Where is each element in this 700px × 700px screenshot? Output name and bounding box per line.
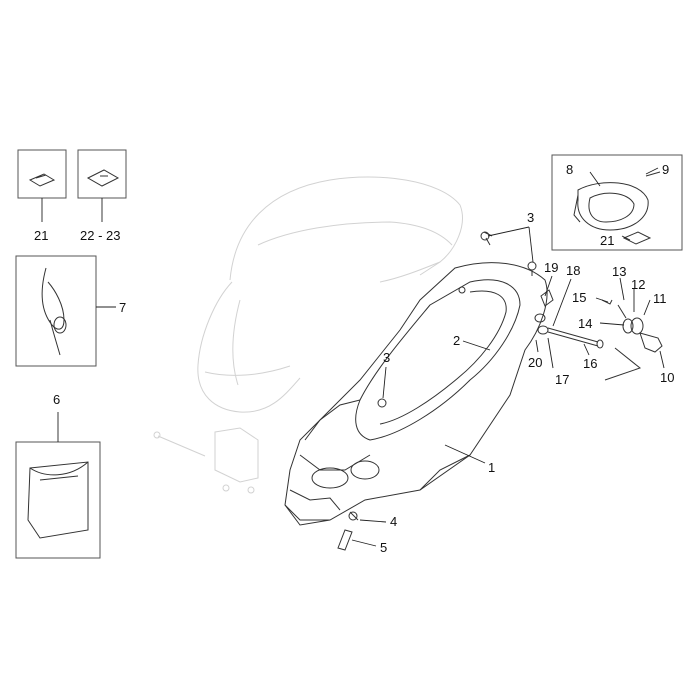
hinge-bracket-ghost (153, 427, 259, 494)
seat-ghost (197, 176, 463, 413)
callout-12: 12 (631, 277, 645, 292)
callout-21-left: 21 (34, 228, 48, 243)
helmet-compartment (284, 262, 548, 526)
callout-20: 20 (528, 355, 542, 370)
callout-labels: 21 22 - 23 7 6 3 3 2 1 4 5 19 18 20 17 1… (34, 162, 674, 555)
callout-2: 2 (453, 333, 460, 348)
callout-9: 9 (662, 162, 669, 177)
callout-18: 18 (566, 263, 580, 278)
callout-22-23: 22 - 23 (80, 228, 120, 243)
inset-22-23 (77, 149, 127, 199)
inset-8-9-21 (551, 154, 683, 251)
callout-15: 15 (572, 290, 586, 305)
inset-7 (15, 255, 97, 367)
callout-16: 16 (583, 356, 597, 371)
callout-3-mid: 3 (383, 350, 390, 365)
inset-6 (15, 441, 101, 559)
screws (377, 231, 537, 408)
bolt-and-cap (337, 511, 359, 551)
leader-lines (41, 167, 665, 547)
callout-7: 7 (119, 300, 126, 315)
callout-6: 6 (53, 392, 60, 407)
callout-17: 17 (555, 372, 569, 387)
callout-4: 4 (390, 514, 397, 529)
callout-8: 8 (566, 162, 573, 177)
callout-10: 10 (660, 370, 674, 385)
latch-assembly (534, 289, 663, 381)
callout-21-right: 21 (600, 233, 614, 248)
callout-1: 1 (488, 460, 495, 475)
callout-19: 19 (544, 260, 558, 275)
callout-13: 13 (612, 264, 626, 279)
inset-21 (17, 149, 67, 199)
callout-11: 11 (653, 291, 667, 306)
callout-3-top: 3 (527, 210, 534, 225)
callout-14: 14 (578, 316, 592, 331)
callout-5: 5 (380, 540, 387, 555)
